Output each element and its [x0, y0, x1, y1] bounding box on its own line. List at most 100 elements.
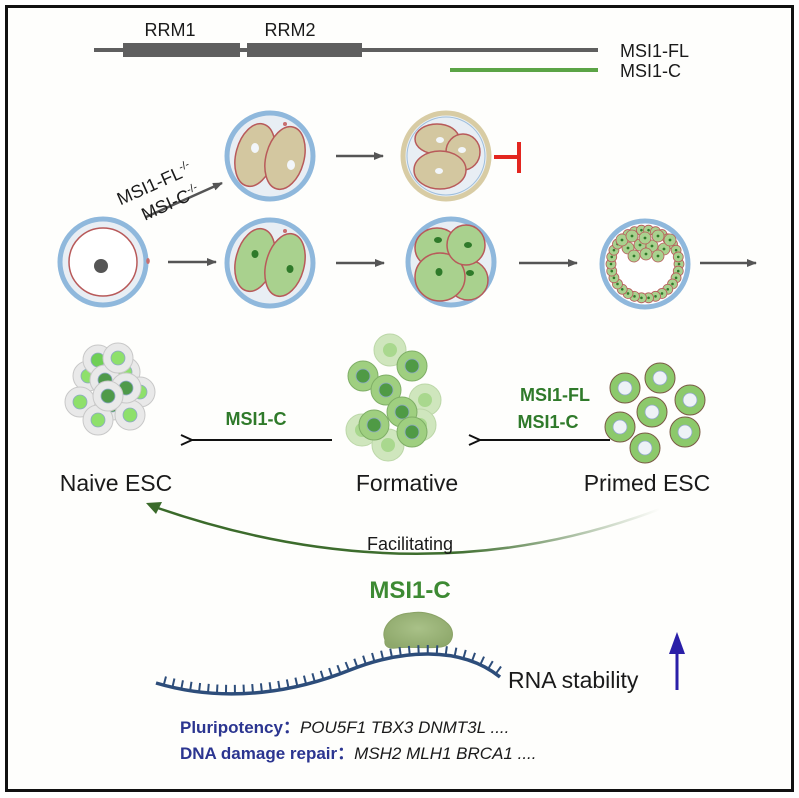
cell-nucleus — [662, 247, 666, 251]
cell-nucleus — [366, 417, 382, 433]
knockout-3cell-embryo — [400, 110, 492, 202]
cell-nucleus — [626, 246, 630, 250]
cell-nucleus — [620, 238, 624, 242]
cell-nucleus — [666, 287, 670, 291]
normal-4cell-embryo — [405, 216, 497, 308]
cell-nucleus — [676, 269, 680, 273]
cell-nucleus — [609, 262, 613, 266]
cell-nucleus — [378, 382, 394, 398]
target-separator: ： — [337, 744, 354, 763]
cell-nucleus — [640, 228, 643, 232]
cell-nucleus — [612, 276, 616, 280]
cell-nucleus — [612, 248, 616, 252]
cell-nucleus — [656, 254, 660, 258]
primed-factor-msi1-fl: MSI1-FL — [520, 385, 590, 405]
facilitating-arrowhead — [146, 502, 162, 514]
msi1-fl-label: MSI1-FL — [620, 41, 689, 61]
knockout-sup-2: -/- — [185, 181, 200, 196]
zygote-embryo — [57, 216, 150, 308]
cell-nucleus — [637, 440, 653, 456]
cell-nucleus — [122, 407, 138, 423]
formative-label: Formative — [356, 470, 458, 496]
cell-nucleus — [644, 404, 660, 420]
cell-nucleus — [612, 419, 628, 435]
cell-nucleus — [638, 243, 642, 247]
cell-nucleus — [617, 380, 633, 396]
msi1-c-protein-label: MSI1-C — [369, 577, 450, 604]
cell-nucleus — [647, 296, 650, 300]
cell-nucleus — [72, 394, 88, 410]
cell-nucleus — [652, 370, 668, 386]
cell-nucleus — [640, 296, 643, 300]
rrm1-label: RRM1 — [144, 20, 195, 40]
cell-nucleus — [677, 424, 693, 440]
cell-nucleus — [671, 282, 674, 286]
target-genes: Pluripotency：POU5F1 TBX3 DNMT3L .... DNA… — [180, 718, 536, 763]
target-row-dna-repair: DNA damage repair：MSH2 MLH1 BRCA1 .... — [180, 744, 536, 763]
blastocyst-embryo — [599, 218, 691, 310]
cell-nucleus — [647, 228, 650, 232]
facilitating-label: Facilitating — [367, 534, 453, 554]
facilitating-curve — [151, 504, 661, 555]
cell-nucleus — [668, 238, 672, 242]
primed-factor-msi1-c: MSI1-C — [517, 412, 578, 432]
knockout-2cell-embryo — [224, 110, 316, 202]
cell-nucleus — [674, 248, 678, 252]
cell-nucleus — [626, 292, 630, 295]
up-arrow-icon — [669, 632, 685, 654]
cell-nucleus — [630, 234, 634, 238]
rrm2-label: RRM2 — [264, 20, 315, 40]
inhibition-symbol — [494, 142, 521, 173]
cell-nucleus — [110, 350, 126, 366]
target-genes-list: MSH2 MLH1 BRCA1 .... — [354, 744, 536, 763]
mechanism: MSI1-C RNA stability — [155, 577, 685, 696]
target-genes-list: POU5F1 TBX3 DNMT3L .... — [300, 718, 509, 737]
cell-nucleus — [100, 388, 116, 404]
cell-nucleus — [650, 244, 654, 248]
normal-2cell-embryo — [224, 217, 316, 309]
gene-structure: RRM1 RRM2 MSI1-FL MSI1-C — [94, 20, 689, 81]
formative-to-naive-factor: MSI1-C — [225, 409, 286, 429]
cell-nucleus — [643, 236, 647, 240]
formative-cluster — [345, 333, 442, 462]
cell-nucleus — [383, 343, 397, 357]
cell-nucleus — [418, 393, 432, 407]
knockout-arrow — [145, 181, 223, 219]
cell-nucleus — [682, 392, 698, 408]
primed-esc-cluster — [604, 362, 706, 464]
cell-nucleus — [616, 282, 619, 286]
cell-nucleus — [632, 254, 636, 258]
cell-nucleus — [610, 269, 614, 273]
cell-nucleus — [404, 358, 420, 374]
rrm1-domain — [123, 43, 240, 57]
knockout-sup-1: -/- — [177, 158, 192, 173]
msi1-c-protein-blob — [383, 611, 453, 649]
cell-nucleus — [394, 404, 410, 420]
cell-nucleus — [654, 295, 657, 298]
target-separator: ： — [283, 718, 300, 737]
target-category: Pluripotency — [180, 718, 284, 737]
embryo-development: MSI1-FL-/- MSI-C-/- — [57, 110, 757, 310]
cell-nucleus — [633, 295, 636, 298]
cell-nucleus — [90, 412, 106, 428]
rrm2-domain — [247, 43, 362, 57]
target-category: DNA damage repair — [180, 744, 338, 763]
cell-nucleus — [674, 276, 678, 280]
cell-nucleus — [610, 255, 614, 259]
rna-stability-label: RNA stability — [508, 667, 639, 693]
cell-nucleus — [404, 424, 420, 440]
target-row-pluripotency: Pluripotency：POU5F1 TBX3 DNMT3L .... — [180, 718, 509, 737]
cell-nucleus — [620, 287, 624, 291]
cell-nucleus — [676, 255, 680, 259]
cell-nucleus — [660, 292, 664, 295]
cell-nucleus — [355, 368, 371, 384]
msi1-c-label: MSI1-C — [620, 61, 681, 81]
primed-esc-label: Primed ESC — [584, 470, 711, 496]
cell-nucleus — [656, 234, 660, 238]
naive-esc-cluster — [64, 342, 156, 436]
esc-transition: MSI1-C MSI1-FL MSI1-C Naive ESC Formativ… — [60, 333, 711, 555]
cell-nucleus — [677, 262, 681, 266]
cell-nucleus — [644, 252, 648, 256]
naive-esc-label: Naive ESC — [60, 470, 172, 496]
